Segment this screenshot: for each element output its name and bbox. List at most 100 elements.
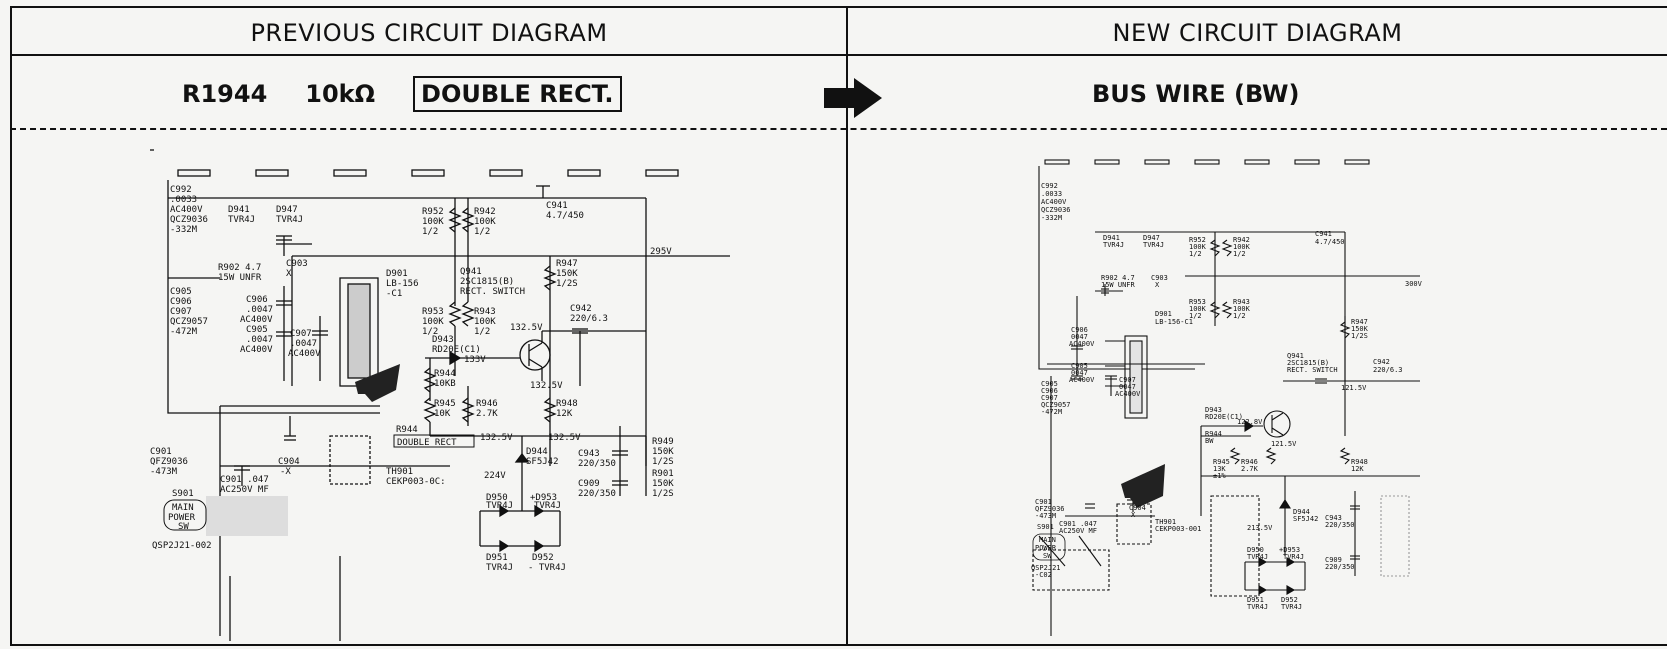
component-label-r948: R948 xyxy=(556,399,578,409)
component-label-v122: 122.8V xyxy=(1237,418,1263,426)
component-label-qcz9057: QCZ9057 xyxy=(1041,401,1071,409)
component-label-c992-tol: -332M xyxy=(170,225,198,235)
component-label-c905-val: .0047 xyxy=(246,335,273,345)
component-label-d952-type: - TVR4J xyxy=(528,563,566,573)
component-label-r947: R947 xyxy=(556,259,578,269)
component-label-r942-w: 1/2 xyxy=(474,227,490,237)
previous-schematic: C992 .0033 AC400V QCZ9036 -332M D941 TVR… xyxy=(150,149,730,641)
component-label-c907-r: AC400V xyxy=(288,349,321,359)
component-label-d943-type: RD20E(C1) xyxy=(432,345,481,355)
component-label-c907g: C907 xyxy=(1041,394,1058,402)
component-label-v1325c: 132.5V xyxy=(480,433,513,443)
component-label-r942-val: 100K xyxy=(474,217,496,227)
component-label-th901: TH901 xyxy=(386,467,413,477)
component-label-c992-part: QCZ9036 xyxy=(170,215,208,225)
component-label-r943-val: 100K xyxy=(1233,305,1251,313)
component-label-c901-part: QFZ9036 xyxy=(1035,505,1065,513)
component-label-c943-val: 220/350 xyxy=(1325,521,1355,529)
component-label-r952-w: 1/2 xyxy=(422,227,438,237)
component-label-d953: +D953 xyxy=(530,493,557,503)
component-label-r944-box-ref: R944 xyxy=(396,425,418,435)
component-label-r946-val: 2.7K xyxy=(1241,465,1259,473)
component-label-q941-func: RECT. SWITCH xyxy=(1287,366,1338,374)
component-label-d950-type: TVR4J xyxy=(1247,553,1268,561)
component-label-c992-rating: AC400V xyxy=(170,205,203,215)
component-label-s901: S901 xyxy=(1037,523,1054,531)
component-label-d901-type: LB-156-C1 xyxy=(1155,318,1193,326)
component-label-c992-val: .0033 xyxy=(1041,190,1062,198)
table-frame xyxy=(10,6,1667,646)
component-label-r945-val: 13K xyxy=(1213,465,1226,473)
component-label-c906-val: 0047 xyxy=(1071,333,1088,341)
component-label-d953: +D953 xyxy=(1279,546,1300,554)
component-label-r901-val: 150K xyxy=(652,479,674,489)
component-label-c901-tol: -473M xyxy=(1035,512,1056,520)
component-label-r948-val: 12K xyxy=(556,409,573,419)
component-label-c905g: C905 xyxy=(1041,380,1058,388)
header-rule xyxy=(10,54,1667,56)
part-reference: R1944 xyxy=(182,80,268,108)
component-label-d941-type: TVR4J xyxy=(228,215,255,225)
component-label-r952: R952 xyxy=(422,207,444,217)
component-label-c905-val: 0047 xyxy=(1071,369,1088,377)
component-label-r949: R949 xyxy=(652,437,674,447)
component-label-r942-w: 1/2 xyxy=(1233,250,1246,258)
component-label-th901-type: CEKP003-0C: xyxy=(386,477,446,487)
component-label-v1325: 132.5V xyxy=(510,323,543,333)
component-label-r952-val: 100K xyxy=(422,217,444,227)
component-label-c943-val: 220/350 xyxy=(578,459,616,469)
column-divider xyxy=(846,6,848,646)
component-label-v224: 224V xyxy=(484,471,506,481)
component-label-c901b-r: AC250V MF xyxy=(220,485,269,495)
component-label-r942: R942 xyxy=(1233,236,1250,244)
component-label-d941: D941 xyxy=(1103,234,1120,242)
component-label-c909: C909 xyxy=(1325,556,1342,564)
component-label-d952: D952 xyxy=(1281,596,1298,604)
component-label-q941-func: RECT. SWITCH xyxy=(460,287,525,297)
component-label-d947: D947 xyxy=(1143,234,1160,242)
component-label-c942-val: 220/6.3 xyxy=(570,314,608,324)
component-label-r947-w: 1/2S xyxy=(556,279,578,289)
component-label-r952-w: 1/2 xyxy=(1189,250,1202,258)
component-label-c907-val: .0047 xyxy=(290,339,317,349)
component-label-c992-tol: -332M xyxy=(1041,214,1062,222)
component-label-r945-x: ±1% xyxy=(1213,472,1226,480)
component-label-r952: R952 xyxy=(1189,236,1206,244)
component-label-c901: C901 xyxy=(1035,498,1052,506)
component-label-r902: R902 4.7 xyxy=(1101,274,1135,282)
component-label-d943-type: RD20E(C1) xyxy=(1205,413,1243,421)
component-label-r947-val: 150K xyxy=(556,269,578,279)
component-label-c906g: C906 xyxy=(1041,387,1058,395)
component-label-c901-part: QFZ9036 xyxy=(150,457,188,467)
component-label-c909-val: 220/350 xyxy=(578,489,616,499)
component-label-c992: C992 xyxy=(1041,182,1058,190)
component-label-d950: D950 xyxy=(1247,546,1264,554)
part-type-box: DOUBLE RECT. xyxy=(413,76,622,112)
component-label-c906: C906 xyxy=(170,297,192,307)
component-label-c904-val: -X xyxy=(280,467,291,477)
component-label-s901: S901 xyxy=(172,489,194,499)
component-label-r947-w: 1/2S xyxy=(1351,332,1368,340)
component-label-th901-type: CEKP003-001 xyxy=(1155,525,1201,533)
component-label-d950: D950 xyxy=(486,493,508,503)
component-label-c907-r: AC400V xyxy=(1115,390,1141,398)
replacement-part: BUS WIRE (BW) xyxy=(1092,80,1300,108)
change-arrow-icon xyxy=(824,78,882,118)
component-label-r953: R953 xyxy=(422,307,444,317)
component-label-c901: C901 xyxy=(150,447,172,457)
component-label-c905-r: AC400V xyxy=(240,345,273,355)
component-label-c941-val: 4.7/450 xyxy=(546,211,584,221)
component-label-v133: 133V xyxy=(464,355,486,365)
component-label-c906-val: .0047 xyxy=(246,305,273,315)
component-label-r953-w: 1/2 xyxy=(1189,312,1202,320)
component-label-c941-val: 4.7/450 xyxy=(1315,238,1345,246)
component-label-r946: R946 xyxy=(1241,458,1258,466)
component-label-d901-c: -C1 xyxy=(386,289,402,299)
component-label-r943: R943 xyxy=(1233,298,1250,306)
component-label-d951-type: TVR4J xyxy=(1247,603,1268,611)
component-label-c907: C907 xyxy=(1119,376,1136,384)
component-label-qcz9057: QCZ9057 xyxy=(170,317,208,327)
component-label-d947-type: TVR4J xyxy=(1143,241,1164,249)
component-label-v1325d: 132.5V xyxy=(548,433,581,443)
component-label-r952-val: 100K xyxy=(1189,243,1207,251)
